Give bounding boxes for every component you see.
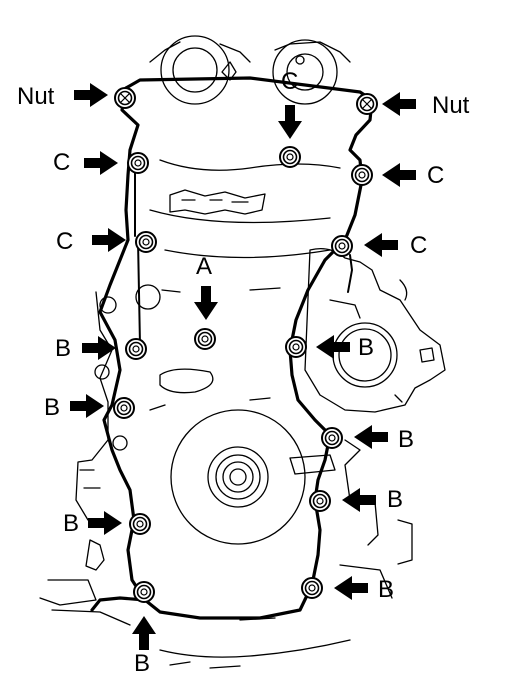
- bolt-b-left-2: [113, 397, 135, 419]
- label-b-left-2: B: [44, 394, 61, 421]
- label-b-right-3: B: [387, 486, 404, 513]
- bolt-b-right-2: [321, 427, 343, 449]
- arrow-b-right-3: [342, 488, 376, 512]
- label-b-bottom: B: [134, 650, 151, 677]
- label-c-right-1: C: [427, 162, 445, 189]
- arrow-b-right-4: [334, 576, 368, 600]
- bolt-c-left-1: [127, 152, 149, 174]
- label-c-right-2: C: [410, 232, 428, 259]
- label-c-top: C: [281, 68, 299, 95]
- arrow-b-left-3: [88, 511, 122, 535]
- bolt-c-right-1: [351, 164, 373, 186]
- label-b-left-3: B: [63, 510, 80, 537]
- label-nut-left: Nut: [17, 83, 55, 110]
- arrow-c-right-2: [364, 233, 398, 257]
- label-b-left-1: B: [55, 335, 72, 362]
- label-b-right-2: B: [398, 426, 415, 453]
- arrow-c-left-1: [84, 151, 118, 175]
- arrow-a: [194, 286, 218, 320]
- nut-right: [356, 93, 378, 115]
- label-b-right-4: B: [378, 576, 395, 603]
- label-c-left-1: C: [53, 149, 71, 176]
- arrow-c-top: [278, 105, 302, 139]
- bolt-c-right-2: [331, 235, 353, 257]
- arrow-b-right-2: [354, 425, 388, 449]
- arrow-b-left-2: [70, 394, 104, 418]
- bolt-a: [194, 328, 216, 350]
- label-nut-right: Nut: [432, 92, 470, 119]
- bolt-b-left-3: [129, 513, 151, 535]
- bolt-b-right-1: [285, 336, 307, 358]
- bolt-c-top: [279, 146, 301, 168]
- arrow-b-left-1: [82, 336, 116, 360]
- arrow-nut-right: [382, 92, 416, 116]
- arrow-nut-left: [74, 83, 108, 107]
- bolt-b-bottom: [133, 581, 155, 603]
- arrow-c-left-2: [92, 228, 126, 252]
- label-a: A: [196, 253, 213, 280]
- arrow-b-bottom: [132, 616, 156, 650]
- arrow-c-right-1: [382, 163, 416, 187]
- bolt-b-left-1: [125, 338, 147, 360]
- nut-left: [114, 87, 136, 109]
- bolt-c-left-2: [135, 231, 157, 253]
- bolt-b-right-4: [301, 577, 323, 599]
- label-b-right-1: B: [358, 334, 375, 361]
- bolt-b-right-3: [309, 490, 331, 512]
- engine-block-outline: [39, 35, 446, 669]
- label-c-left-2: C: [56, 228, 74, 255]
